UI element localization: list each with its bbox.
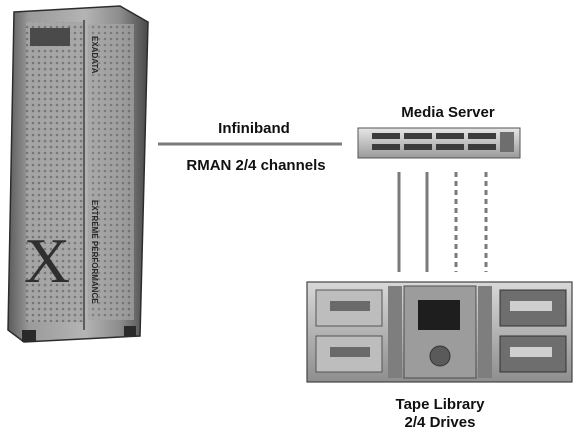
- rack-logo-badge: [30, 28, 70, 46]
- rack-x-letter: X: [24, 225, 70, 296]
- rack-side-text: EXTREME PERFORMANCE: [90, 200, 99, 304]
- drive-links: [397, 172, 488, 272]
- rack-brand-text: EXADATA: [90, 36, 99, 74]
- tape-drives-label: 2/4 Drives: [404, 414, 476, 431]
- infiniband-label: Infiniband: [218, 120, 290, 137]
- tape-library-label: Tape Library: [395, 396, 485, 413]
- exadata-rack: EXADATA EXTREME PERFORMANCE X: [7, 5, 149, 343]
- library-display: [418, 300, 460, 330]
- rman-channels-label: RMAN 2/4 channels: [186, 157, 326, 174]
- tape-library: [306, 281, 573, 383]
- media-server-label: Media Server: [401, 104, 495, 121]
- media-server: [357, 127, 521, 159]
